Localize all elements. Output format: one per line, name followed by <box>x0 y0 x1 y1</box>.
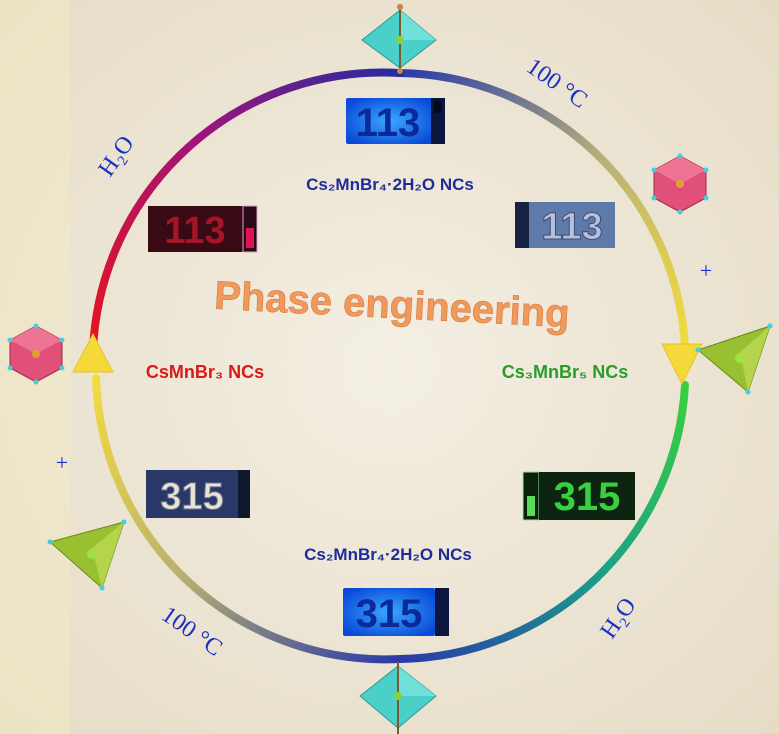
red-octahedron-icon <box>7 323 65 385</box>
sample-bottom-blue: 315 <box>343 588 449 636</box>
sample-number: 113 <box>541 206 602 248</box>
sample-glow <box>539 472 635 520</box>
phase-label-top-hydrate: Cs₂MnBr₄·2H₂O NCs <box>306 175 474 194</box>
sample-glow <box>343 588 435 636</box>
ring-segment-bottom-right <box>396 381 689 663</box>
vial-icon <box>515 202 529 248</box>
arrow-up-left-icon <box>72 332 114 373</box>
phase-label-csmnbr3: CsMnBr₃ NCs <box>146 362 264 382</box>
sample-top-blue: 113 <box>346 98 445 145</box>
sample-glow <box>529 202 615 248</box>
sample-glow <box>346 98 434 144</box>
sample-top-right-white: 113 <box>515 202 615 249</box>
sample-bottom-right-green: 315 <box>522 471 635 521</box>
sample-number: 315 <box>554 475 621 519</box>
vial-icon <box>435 588 449 636</box>
ring-segment-top-left <box>89 68 404 354</box>
green-tetrahedron-icon <box>695 323 773 395</box>
teal-octahedron-icon <box>359 662 437 734</box>
ring-segment-bottom-left <box>92 374 404 664</box>
sample-number: 315 <box>356 592 423 636</box>
sample-glow <box>146 470 238 518</box>
red-octahedron-icon <box>651 153 709 215</box>
sample-glow <box>148 206 243 252</box>
cycle-ring <box>89 68 689 664</box>
arrow-down-right-icon <box>661 343 703 386</box>
sample-number: 113 <box>356 101 421 145</box>
sample-top-left-red: 113 <box>148 205 258 253</box>
plus-sign-left: + <box>56 450 68 475</box>
vial-icon <box>238 470 250 518</box>
teal-octahedron-icon <box>361 4 437 74</box>
ring-segment-top-right <box>396 69 689 352</box>
sample-number: 113 <box>164 210 225 252</box>
plus-sign-right: + <box>700 258 712 283</box>
phase-label-bottom-hydrate: Cs₂MnBr₄·2H₂O NCs <box>304 545 472 564</box>
phase-label-cs3mnbr5: Cs₃MnBr₅ NCs <box>502 362 629 382</box>
sample-number: 315 <box>160 476 223 518</box>
green-tetrahedron-icon <box>47 519 127 591</box>
sample-bottom-left-white: 315 <box>146 470 250 519</box>
